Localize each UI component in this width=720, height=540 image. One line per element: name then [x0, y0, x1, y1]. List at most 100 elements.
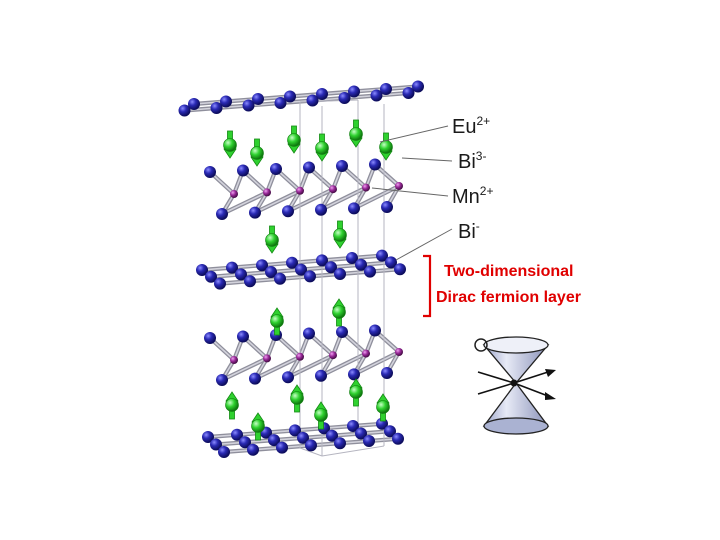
bi-atom — [249, 372, 261, 385]
bi-atom — [316, 88, 328, 100]
bi-atom — [402, 87, 415, 99]
spin-up-arrow — [376, 393, 390, 422]
mn-atom — [329, 351, 337, 360]
atom-layer — [178, 80, 424, 458]
bi-atom — [348, 85, 360, 98]
bi-atom — [304, 270, 316, 283]
spin-down-arrow — [287, 125, 301, 154]
bi3-label: Bi3- — [458, 149, 487, 173]
spin-down-arrow — [315, 133, 329, 162]
bi-atom — [363, 435, 375, 447]
bi-atom — [265, 266, 277, 278]
bi-atom — [303, 327, 315, 340]
bi-atom — [336, 326, 348, 338]
bi-atom — [305, 439, 317, 452]
bi-atom — [303, 161, 315, 174]
bi-atom — [237, 164, 249, 177]
bi-atom — [282, 205, 294, 218]
bi-atom — [220, 95, 232, 108]
bi-atom — [244, 275, 256, 288]
bi-atom — [205, 270, 217, 283]
spin-down-arrow — [379, 132, 393, 161]
bi-atom — [381, 367, 393, 379]
mn-atom — [230, 190, 238, 198]
bi-atom — [270, 163, 282, 175]
annotation-line-2: Dirac fermion layer — [436, 289, 581, 306]
bi-atom — [326, 429, 338, 442]
bi-atom — [239, 436, 251, 449]
bi-atom — [316, 254, 328, 267]
bi-atom — [237, 330, 249, 343]
mn-label: Mn2+ — [452, 184, 494, 208]
bi-atom — [282, 371, 294, 384]
bi-atom — [380, 83, 392, 95]
spin-down-arrow — [265, 225, 279, 254]
spin-up-arrow — [349, 378, 363, 407]
bi1-label: Bi- — [458, 219, 480, 243]
bi-atom — [274, 272, 286, 285]
bi-atom — [226, 261, 238, 274]
bi-atom — [346, 252, 358, 264]
mn-atom — [296, 186, 304, 195]
bi-atom — [216, 374, 228, 386]
bi-atom — [381, 201, 393, 213]
bond-highlight — [254, 190, 301, 214]
mn-atom — [362, 183, 370, 192]
leader-line — [379, 125, 449, 143]
bond-highlight — [287, 188, 334, 212]
bi-atom — [214, 277, 226, 290]
spin-down-arrow — [223, 130, 237, 159]
spin-down-arrow — [250, 138, 264, 167]
bond-highlight — [221, 357, 268, 381]
bi-atom — [204, 166, 216, 178]
bi-atom — [355, 427, 367, 440]
bi-atom — [334, 268, 346, 280]
bi-atom — [216, 208, 228, 220]
leader-line — [371, 187, 449, 197]
eu-label: Eu2+ — [452, 114, 491, 138]
bi-atom — [297, 431, 309, 444]
bi-atom — [369, 158, 381, 171]
mn-atom — [296, 352, 304, 361]
bi-atom — [325, 261, 337, 274]
bi-atom — [394, 263, 406, 276]
bi-atom — [364, 265, 376, 278]
bi-atom — [385, 256, 397, 269]
bi-atom — [376, 249, 388, 262]
bi-atom — [249, 206, 261, 219]
annotation-line-1: Two-dimensional — [444, 263, 574, 280]
mn-atom — [395, 348, 403, 356]
spin-up-arrow — [251, 412, 265, 441]
bi-atom — [336, 160, 348, 172]
leader-line — [401, 157, 453, 162]
mn-atom — [263, 188, 271, 197]
label-leader-lines — [371, 125, 453, 261]
bi-atom — [338, 92, 351, 104]
bi-atom — [276, 441, 288, 454]
bond-highlight — [353, 351, 400, 376]
bi-atom — [289, 424, 301, 437]
spin-up-arrow — [225, 391, 239, 420]
bond-highlight — [254, 355, 301, 380]
bi-atom — [188, 98, 200, 110]
bi-atom — [347, 420, 359, 432]
bi-atom — [247, 443, 259, 456]
mn-atom — [263, 354, 271, 363]
bi-atom — [178, 104, 191, 117]
bi-atom — [348, 202, 360, 215]
bi-atom — [242, 99, 255, 112]
bi-atom — [412, 80, 424, 93]
bi-atom — [196, 264, 208, 276]
bi-atom — [256, 259, 268, 272]
mn-atom — [230, 356, 238, 364]
spin-down-arrow — [349, 119, 363, 148]
bi-atom — [384, 425, 396, 438]
bi-atom — [355, 258, 367, 271]
cell-edge — [299, 447, 323, 457]
bi-atom — [268, 434, 280, 447]
mn-atom — [329, 185, 337, 194]
bi-atom — [210, 438, 222, 451]
spin-up-arrow — [332, 298, 346, 327]
bi-atom — [235, 268, 247, 281]
bi-atom — [295, 263, 307, 276]
